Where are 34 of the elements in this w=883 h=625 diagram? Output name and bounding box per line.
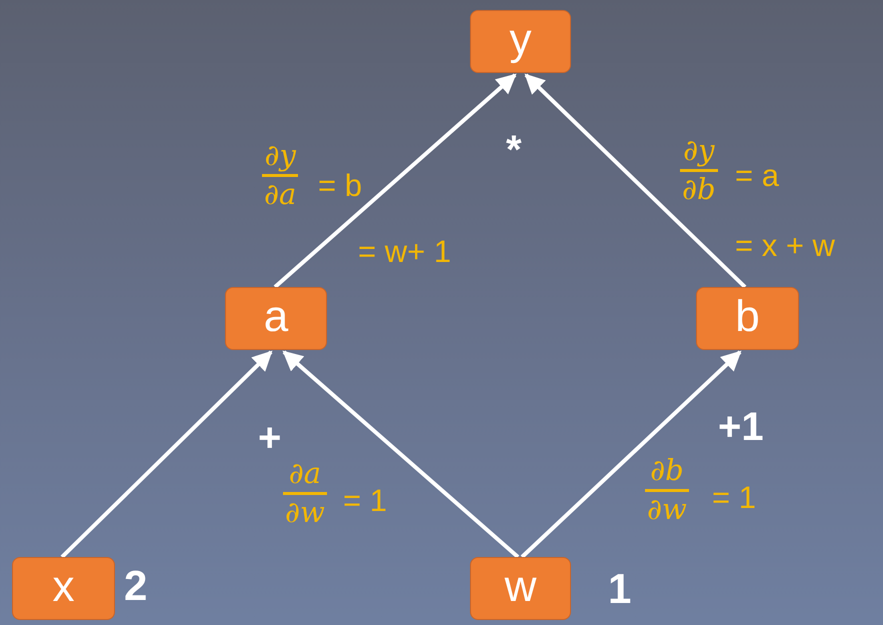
equation-text: = a [735,160,779,191]
fraction-denominator: ∂a [263,178,298,211]
equation-text: = 1 [712,482,756,513]
arrow [524,74,746,288]
variable-name: w [504,564,536,612]
value-label: 2 [124,565,148,607]
variable-name: a [264,294,288,342]
equation-text: = x + w [735,230,835,261]
operator-label: + [258,418,282,458]
fraction-denominator: ∂w [646,494,688,526]
arrow [282,350,520,558]
equation-text: = w+ 1 [358,236,452,267]
variable-name: x [52,564,74,612]
value-label: 1 [608,568,632,610]
variable-box [225,287,327,350]
fraction-numerator: ∂b [649,455,685,487]
arrow [60,350,272,558]
fraction-numerator: ∂y [682,135,716,167]
equation-text: = b [318,170,362,201]
variable-box [470,557,571,620]
operator-label: +1 [718,407,764,447]
fraction-numerator: ∂a [288,458,322,490]
fraction-numerator: ∂y [263,140,298,172]
arrow [274,74,516,288]
variable-box [696,287,799,350]
variable-box [12,557,115,620]
variable-box [470,10,571,73]
arrow [520,350,742,558]
variable-name: y [510,18,532,66]
variable-name: b [735,294,760,342]
operator-label: * [506,130,522,170]
fraction-denominator: ∂b [681,174,717,206]
fraction-denominator: ∂w [284,496,326,529]
equation-text: = 1 [343,485,387,516]
